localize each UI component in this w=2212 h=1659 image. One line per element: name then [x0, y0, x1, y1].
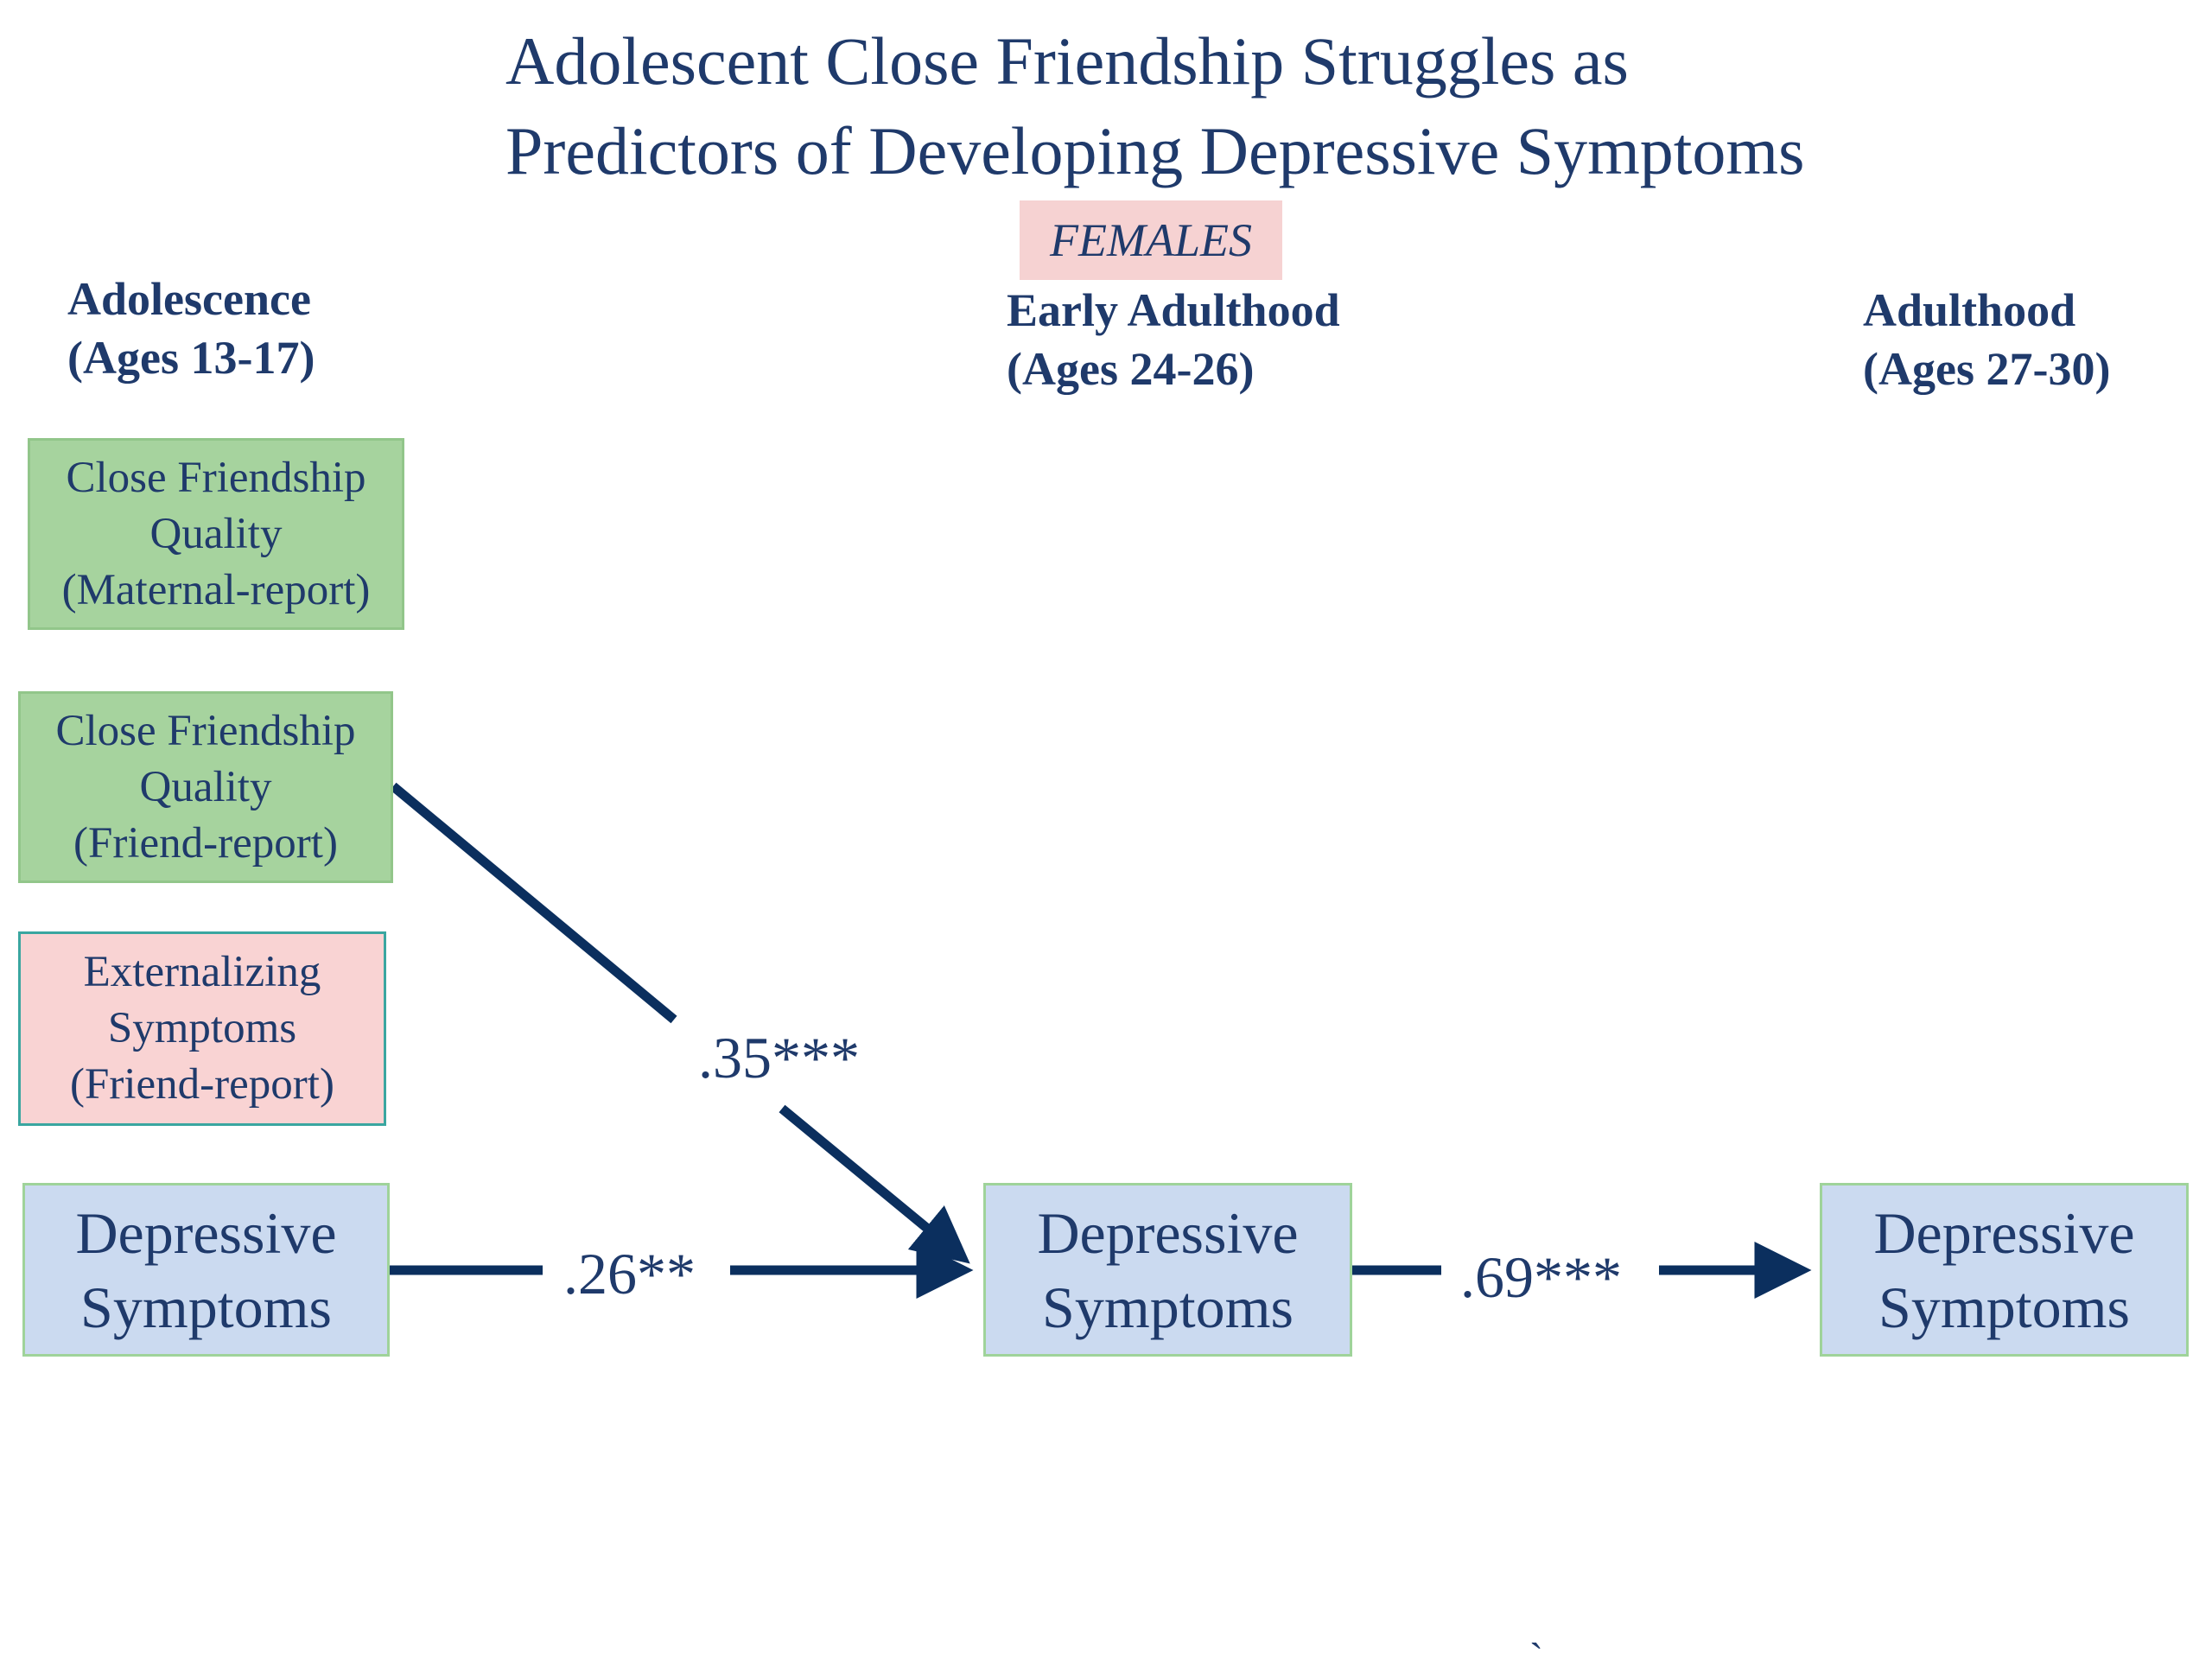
path-arrow-cfq-to-early [779, 1104, 970, 1264]
stage-ages: (Ages 27-30) [1863, 343, 2111, 395]
node-depressive-symptoms-adulthood: Depressive Symptoms [1820, 1183, 2189, 1357]
node-externalizing-symptoms: Externalizing Symptoms (Friend-report) [18, 931, 386, 1126]
node-label-line: (Maternal-report) [61, 565, 371, 614]
stage-ages: (Ages 13-17) [67, 332, 315, 384]
path-coefficient-adol-to-early: .26** [563, 1241, 696, 1306]
node-label-line: Quality [149, 509, 283, 558]
node-label-line: (Friend-report) [73, 818, 338, 868]
stray-mark: ` [1529, 1635, 1543, 1659]
path-line-cfq-to-early-part1 [390, 782, 677, 1024]
node-label-line: Depressive [1037, 1199, 1299, 1266]
node-label-line: (Friend-report) [70, 1060, 334, 1109]
path-coefficient-cfq-to-early: .35*** [698, 1025, 860, 1090]
node-label-line: Symptoms [80, 1274, 332, 1340]
title-line-2: Predictors of Developing Depressive Symp… [505, 113, 1805, 188]
stage-ages: (Ages 24-26) [1007, 343, 1255, 395]
node-label-line: Depressive [75, 1199, 337, 1266]
stage-name: Adolescence [67, 273, 311, 325]
stage-header-adulthood: Adulthood (Ages 27-30) [1863, 281, 2110, 398]
node-label-line: Quality [139, 762, 272, 811]
node-close-friendship-quality-friend: Close Friendship Quality (Friend-report) [18, 691, 393, 883]
node-label-line: Close Friendship [55, 706, 356, 755]
node-depressive-symptoms-early-adulthood: Depressive Symptoms [983, 1183, 1352, 1357]
node-label-line: Externalizing [83, 948, 321, 996]
group-label-badge: FEMALES [1020, 200, 1282, 280]
path-coefficient-early-to-adult: .69*** [1460, 1244, 1622, 1310]
title-line-1: Adolescent Close Friendship Struggles as [505, 23, 1629, 99]
stage-name: Adulthood [1863, 284, 2076, 336]
stage-header-adolescence: Adolescence (Ages 13-17) [67, 270, 315, 387]
stage-name: Early Adulthood [1007, 284, 1340, 336]
node-label-line: Close Friendship [66, 453, 366, 502]
node-label-line: Symptoms [1878, 1274, 2130, 1340]
node-label-line: Symptoms [1042, 1274, 1294, 1340]
node-label-line: Symptoms [107, 1004, 297, 1052]
stage-header-early-adulthood: Early Adulthood (Ages 24-26) [1007, 281, 1340, 398]
node-close-friendship-quality-maternal: Close Friendship Quality (Maternal-repor… [28, 438, 404, 630]
node-label-line: Depressive [1873, 1199, 2135, 1266]
node-depressive-symptoms-adolescence: Depressive Symptoms [22, 1183, 390, 1357]
